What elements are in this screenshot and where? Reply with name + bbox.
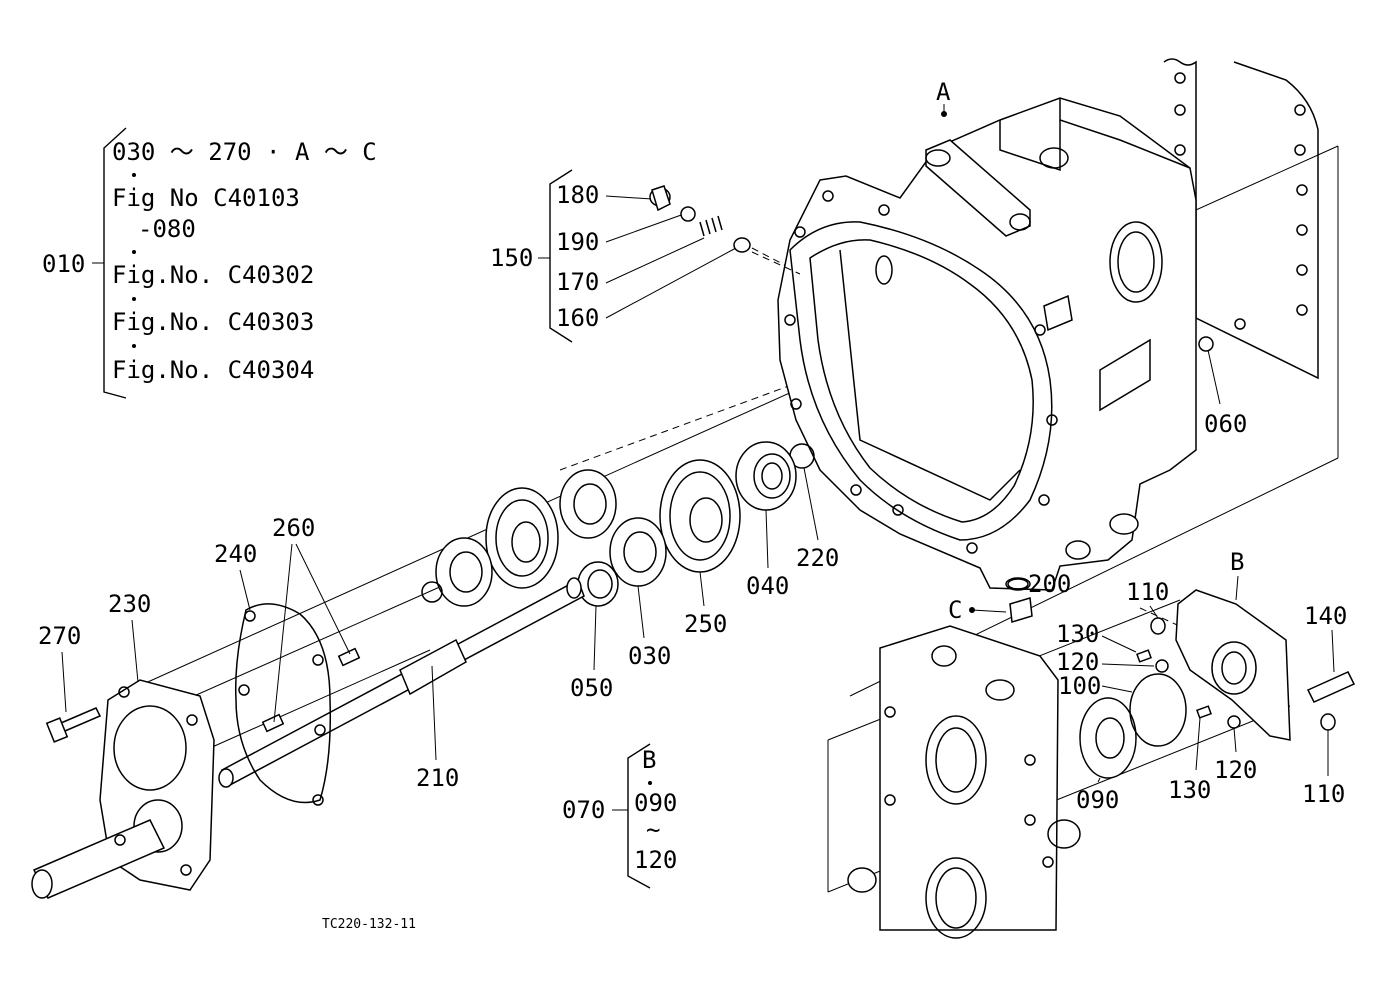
gasket-240 (234, 603, 361, 806)
note-010-line-4: Fig.No. C40302 (112, 261, 314, 289)
note-070: 070 B 090 ~ 120 (562, 743, 677, 889)
note-150-label: 150 (490, 244, 533, 272)
main-housing (777, 97, 1197, 591)
note-010-line-6: Fig.No. C40304 (112, 356, 314, 384)
callout-260: 260 (272, 514, 315, 542)
note-150-item-180: 180 (556, 181, 599, 209)
note-070-label: 070 (562, 796, 605, 824)
note-070-line-4: 120 (634, 846, 677, 874)
callout-030: 030 (628, 642, 671, 670)
relief-valve-parts (649, 185, 801, 275)
callout-C: C (948, 596, 962, 624)
callout-250: 250 (684, 610, 727, 638)
note-150-item-160: 160 (556, 304, 599, 332)
note-070-line-3: ~ (646, 816, 660, 844)
callout-220: 220 (796, 544, 839, 572)
note-150-item-170: 170 (556, 268, 599, 296)
callout-110-bottom: 110 (1302, 780, 1345, 808)
callout-050: 050 (570, 674, 613, 702)
callout-040: 040 (746, 572, 789, 600)
note-010-line-3: -080 (138, 215, 196, 243)
pump-cover (847, 336, 1356, 939)
callout-240: 240 (214, 540, 257, 568)
note-150: 150 180 190 170 160 (490, 169, 737, 343)
note-070-line-1: B (642, 746, 656, 774)
callout-130-bottom: 130 (1168, 776, 1211, 804)
note-010-line-1: 030 ～ 270 · A ～ C (112, 138, 377, 166)
callouts: A B C 060 220 040 250 030 050 200 260 24… (38, 78, 1347, 814)
diagram-code: TC220-132-11 (322, 917, 416, 932)
callout-230: 230 (108, 590, 151, 618)
callout-110-top: 110 (1126, 578, 1169, 606)
callout-130-top: 130 (1056, 620, 1099, 648)
note-070-line-2: 090 (634, 789, 677, 817)
callout-120-bottom: 120 (1214, 756, 1257, 784)
callout-B: B (1230, 548, 1244, 576)
callout-120-top: 120 (1056, 648, 1099, 676)
callout-210: 210 (416, 764, 459, 792)
callout-270: 270 (38, 622, 81, 650)
callout-A: A (936, 78, 951, 106)
callout-090: 090 (1076, 786, 1119, 814)
note-010-line-5: Fig.No. C40303 (112, 308, 314, 336)
callout-100: 100 (1058, 672, 1101, 700)
note-010-line-2: Fig No C40103 (112, 184, 300, 212)
gasket-right (1163, 58, 1319, 420)
callout-200: 200 (1028, 570, 1071, 598)
note-010: 010 030 ～ 270 · A ～ C Fig No C40103 -080… (42, 127, 377, 399)
shaft-210 (218, 577, 585, 788)
callout-060: 060 (1204, 410, 1247, 438)
note-150-item-190: 190 (556, 228, 599, 256)
callout-140: 140 (1304, 602, 1347, 630)
cover-230 (31, 679, 215, 899)
note-010-label: 010 (42, 250, 85, 278)
